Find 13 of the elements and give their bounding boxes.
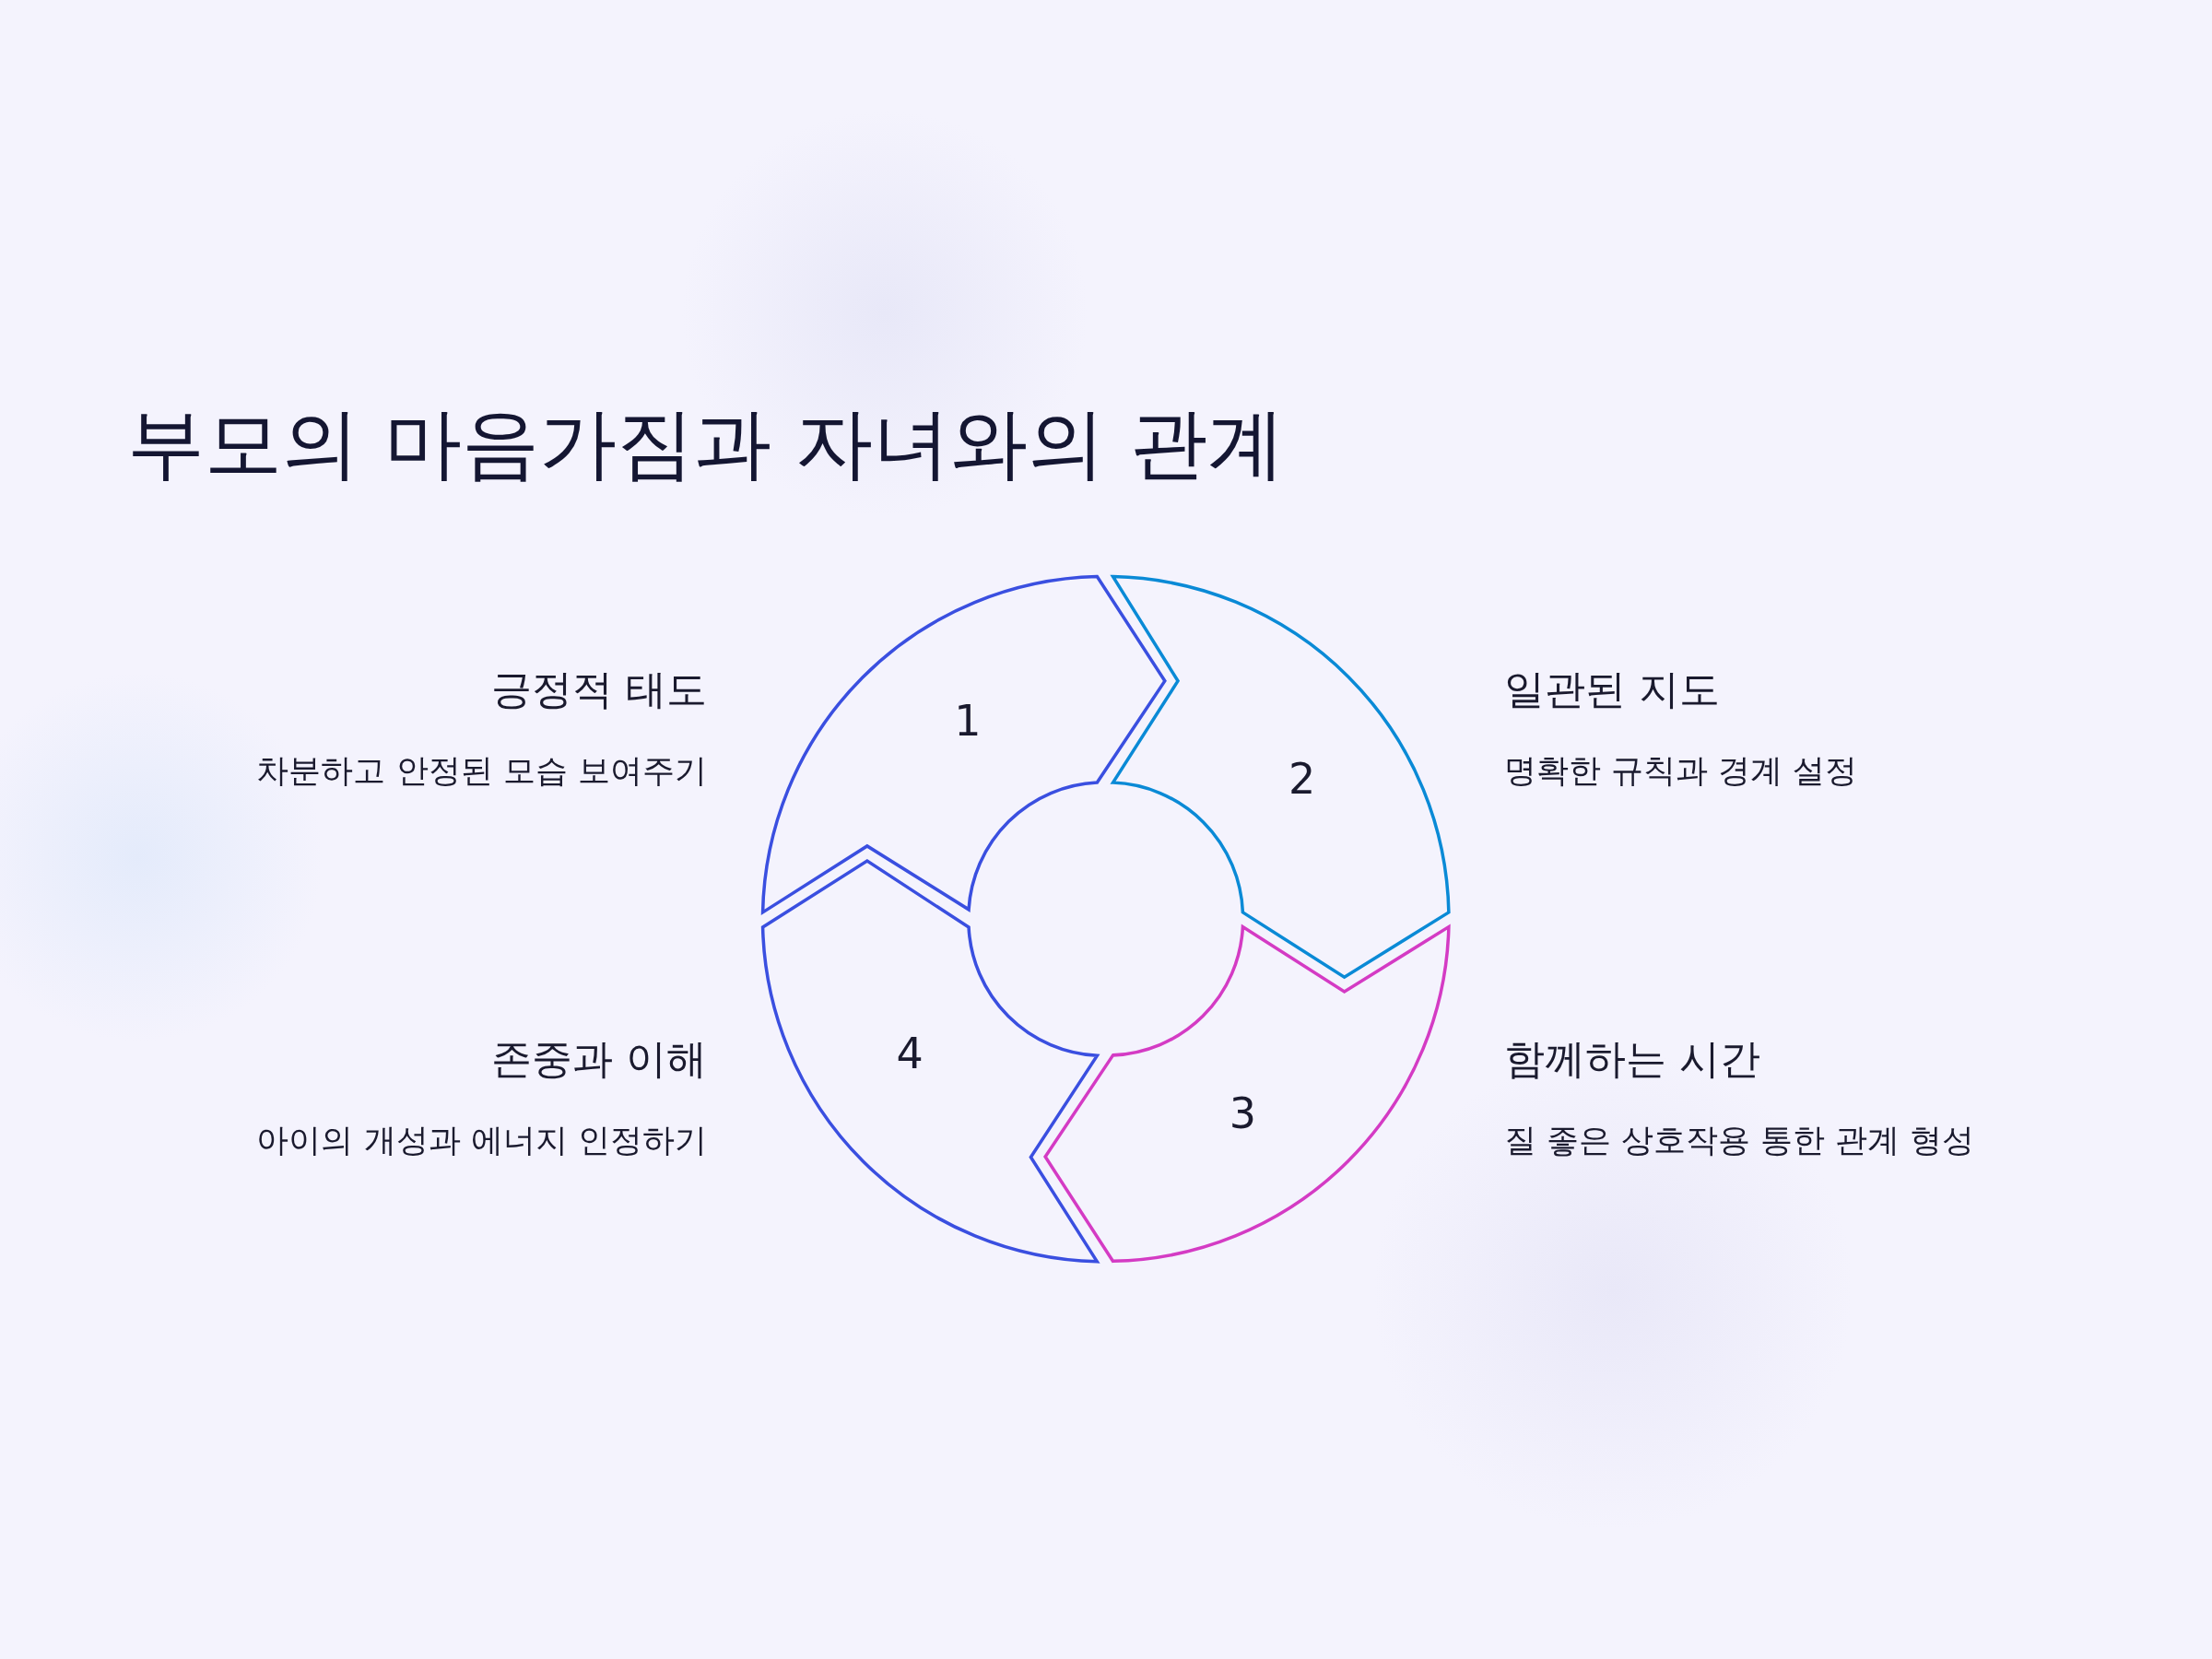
step-number: 1 (954, 696, 982, 747)
step-number: 4 (896, 1029, 924, 1079)
step-heading: 존중과 이해 (490, 1034, 707, 1084)
step-description: 질 좋은 상호작용 통한 관계 형성 (1503, 1120, 1975, 1160)
title: 부모의 마음가짐과 자녀와의 관계 (127, 397, 1286, 490)
step-number: 2 (1288, 753, 1316, 804)
step-description: 명확한 규칙과 경계 설정 (1503, 750, 1857, 791)
step-description: 차분하고 안정된 모습 보여주기 (256, 750, 707, 791)
step-heading: 일관된 지도 (1503, 664, 1720, 714)
step-heading: 함께하는 시간 (1503, 1034, 1760, 1084)
step-number: 3 (1229, 1088, 1257, 1138)
step-heading: 긍정적 태도 (490, 664, 707, 714)
step-description: 아이의 개성과 에너지 인정하기 (256, 1120, 707, 1160)
